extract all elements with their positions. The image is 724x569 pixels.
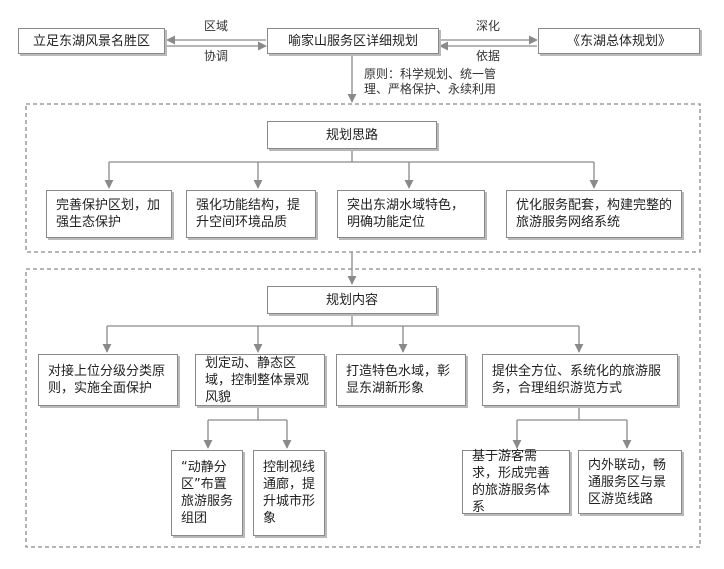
- thinking-item-3: 突出东湖水域特色，明确功能定位: [337, 190, 485, 238]
- thinking-panel: [25, 103, 701, 253]
- content-panel: [25, 268, 701, 548]
- content-item-1: 对接上位分级分类原则，实施全面保护: [38, 354, 178, 406]
- top-right-box: 《东湖总体规划》: [538, 28, 700, 54]
- thinking-title: 规划思路: [325, 127, 378, 143]
- top-left-label: 立足东湖风景名胜区: [32, 33, 150, 49]
- principle-line-1: 原则：科学规划、统一管: [364, 67, 497, 81]
- content-title: 规划内容: [325, 292, 378, 308]
- content-sub-2b: 控制视线通廊，提升城市形象: [253, 450, 325, 536]
- label-coordinate: 协调: [204, 49, 229, 63]
- thinking-item-1: 完善保护区划，加强生态保护: [46, 190, 172, 238]
- top-left-box: 立足东湖风景名胜区: [18, 28, 165, 54]
- thinking-title-box: 规划思路: [267, 121, 437, 149]
- content-sub-4b: 内外联动，畅通服务区与景区游览线路: [578, 450, 682, 514]
- content-title-box: 规划内容: [267, 286, 437, 314]
- thinking-item-2: 强化功能结构，提升空间环境品质: [186, 190, 316, 238]
- top-middle-box: 喻家山服务区详细规划: [267, 28, 439, 54]
- thinking-item-4: 优化服务配套，构建完整的旅游服务网络系统: [506, 190, 682, 238]
- top-right-label: 《东湖总体规划》: [566, 33, 671, 49]
- content-item-2: 划定动、静态区域，控制整体景观风貌: [195, 354, 325, 406]
- label-basis: 依据: [476, 49, 501, 63]
- top-middle-label: 喻家山服务区详细规划: [287, 33, 418, 49]
- content-item-3: 打造特色水域，彰显东湖新形象: [336, 354, 466, 406]
- content-sub-4a: 基于游客需求，形成完善的旅游服务体系: [462, 449, 570, 515]
- content-sub-2a: “动静分区”布置旅游服务组团: [171, 450, 243, 536]
- content-item-4: 提供全方位、系统化的旅游服务，合理组织游览方式: [482, 354, 678, 406]
- principle-line-2: 理、严格保护、永续利用: [364, 82, 497, 96]
- label-region: 区域: [204, 19, 229, 33]
- label-deepen: 深化: [476, 19, 501, 33]
